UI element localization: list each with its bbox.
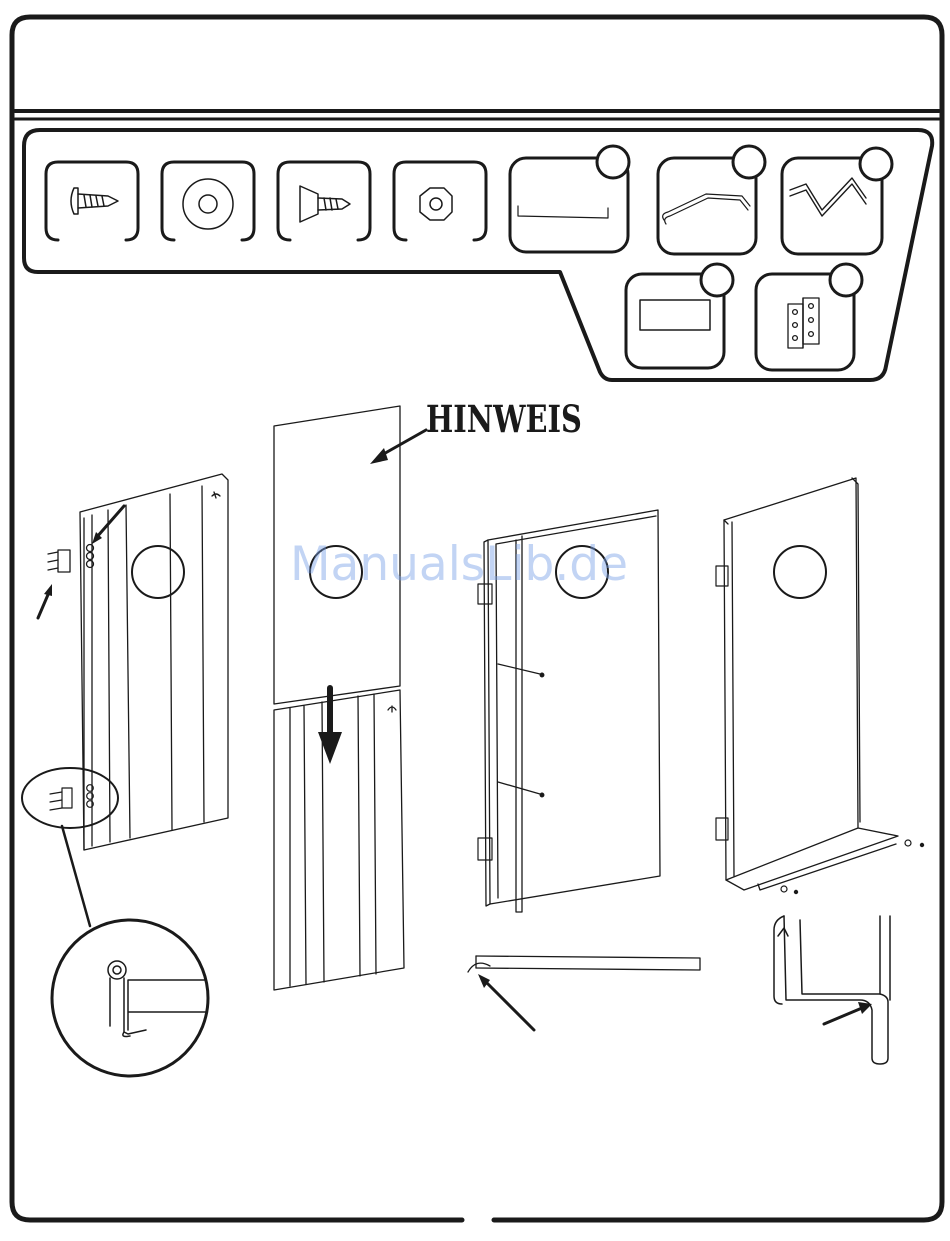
detail-leader (62, 826, 90, 926)
page-frame (12, 17, 942, 1220)
down-arrow-head (318, 732, 342, 764)
hinweis-arrow (380, 430, 426, 456)
bottom-rod (468, 956, 700, 972)
part-box-hex-nut (394, 162, 486, 240)
detail-callout-hardware (50, 785, 93, 810)
part-badge-rod (597, 146, 629, 178)
bracket-detail (774, 916, 890, 1064)
arrow-left-upper (96, 506, 124, 538)
far-right-door (724, 478, 898, 890)
plate-icon (640, 300, 710, 330)
wire-bracket-icon (663, 194, 750, 224)
far-right-screws (781, 840, 924, 894)
washer-icon (183, 179, 233, 229)
detail-callout-ellipse (22, 768, 118, 828)
part-badge-hinge (830, 264, 862, 296)
zigzag-spring-icon (790, 178, 866, 216)
rod-icon (518, 206, 608, 218)
flat-screw-icon (300, 186, 350, 222)
detail-magnifier (52, 920, 208, 1076)
hex-nut-icon (420, 188, 452, 220)
truss-screw-icon (71, 188, 118, 214)
arrow-bracket (824, 1008, 862, 1024)
arrow-bottom-rod (486, 982, 534, 1030)
detail-magnifier-content (108, 961, 206, 1037)
watermark-text: ManualsLib.de (290, 535, 670, 595)
notice-label: HINWEIS (426, 396, 529, 442)
part-badge-zigzag-spring (860, 148, 892, 180)
part-badge-plate (701, 264, 733, 296)
hinge-icon (788, 298, 819, 348)
part-badge-wire-bracket (733, 146, 765, 178)
left-panel-hardware-top (48, 545, 94, 573)
part-box-truss-screw (46, 162, 138, 240)
far-right-hinge-top (716, 566, 728, 586)
